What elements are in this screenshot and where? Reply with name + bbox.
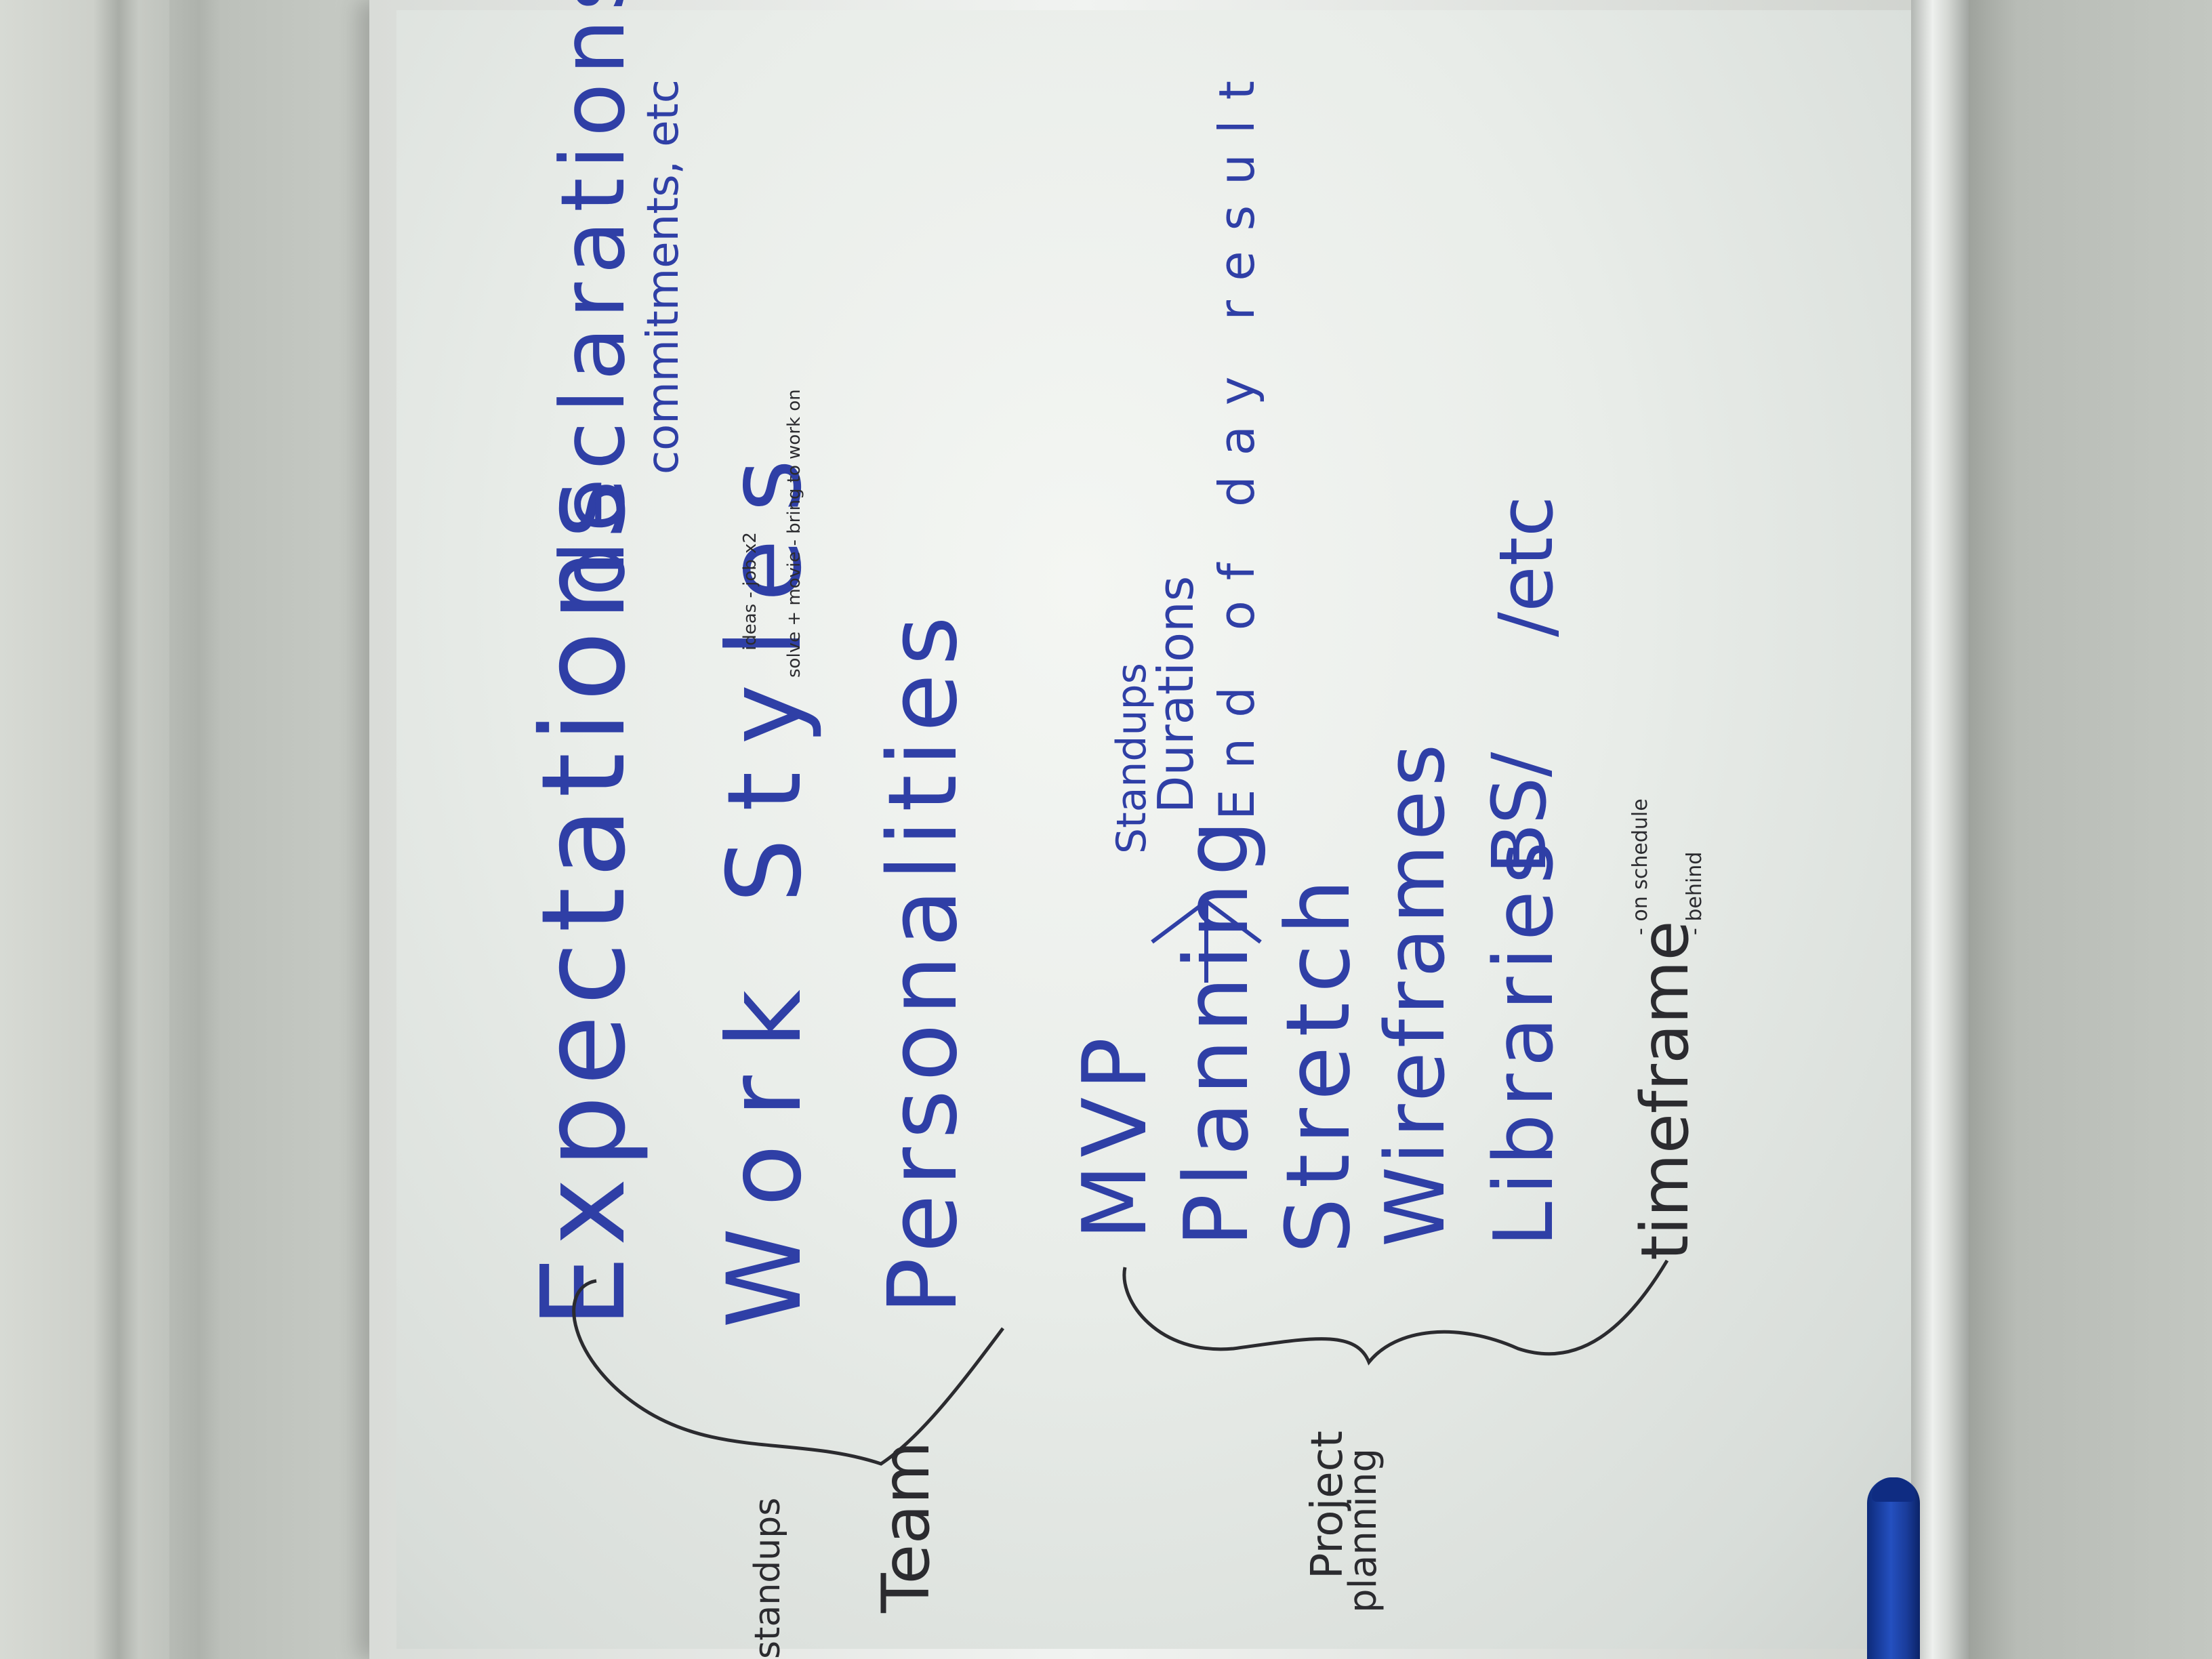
item-work-styles: Work Styles [706, 432, 824, 1328]
note-work-styles-1: ideas - job x2 [740, 532, 760, 651]
item-libraries: Libraries [1477, 835, 1572, 1247]
item-wireframes: Wireframes [1369, 740, 1463, 1247]
timeframe-note-1: - on schedule [1629, 798, 1652, 935]
note-declarations: declarations [541, 0, 644, 596]
subitem-end-of-day: End of day result [1208, 60, 1265, 820]
note-work-styles-2: solve + movie - bring to work on [784, 389, 804, 678]
whiteboard-tray [1911, 0, 1972, 1659]
note-commitments: commitments, etc [638, 79, 689, 474]
subitem-standups: Standups [1108, 663, 1155, 854]
item-personalities: Personalities [868, 608, 979, 1315]
item-expectations: Expectations [517, 470, 651, 1328]
project-planning-brace [1122, 1259, 1669, 1366]
item-mvp: MVP [1063, 1031, 1166, 1241]
left-edge-text: standups [747, 1498, 788, 1659]
project-planning-label-1: Project [1303, 1431, 1353, 1579]
wall-right [1969, 0, 2212, 1659]
wall-edge [0, 0, 169, 1659]
whiteboard-surface [396, 10, 1914, 1649]
blue-marker-cap [1872, 1477, 1915, 1502]
item-stretch: Stretch [1267, 869, 1370, 1254]
project-planning-label-2: planning [1341, 1448, 1385, 1613]
blue-marker [1867, 1477, 1920, 1659]
team-brace [572, 1279, 1004, 1466]
subitem-durations: Durations [1147, 576, 1204, 813]
libraries-bs: BS/ [1476, 752, 1563, 874]
timeframe-note-2: - behind [1683, 852, 1706, 935]
libraries-etc: /etc [1483, 496, 1570, 637]
item-timeframe: timeframe [1627, 920, 1703, 1261]
item-planning: Planning [1165, 813, 1268, 1247]
team-label: Team [868, 1441, 944, 1614]
planning-arrow [1151, 899, 1262, 983]
